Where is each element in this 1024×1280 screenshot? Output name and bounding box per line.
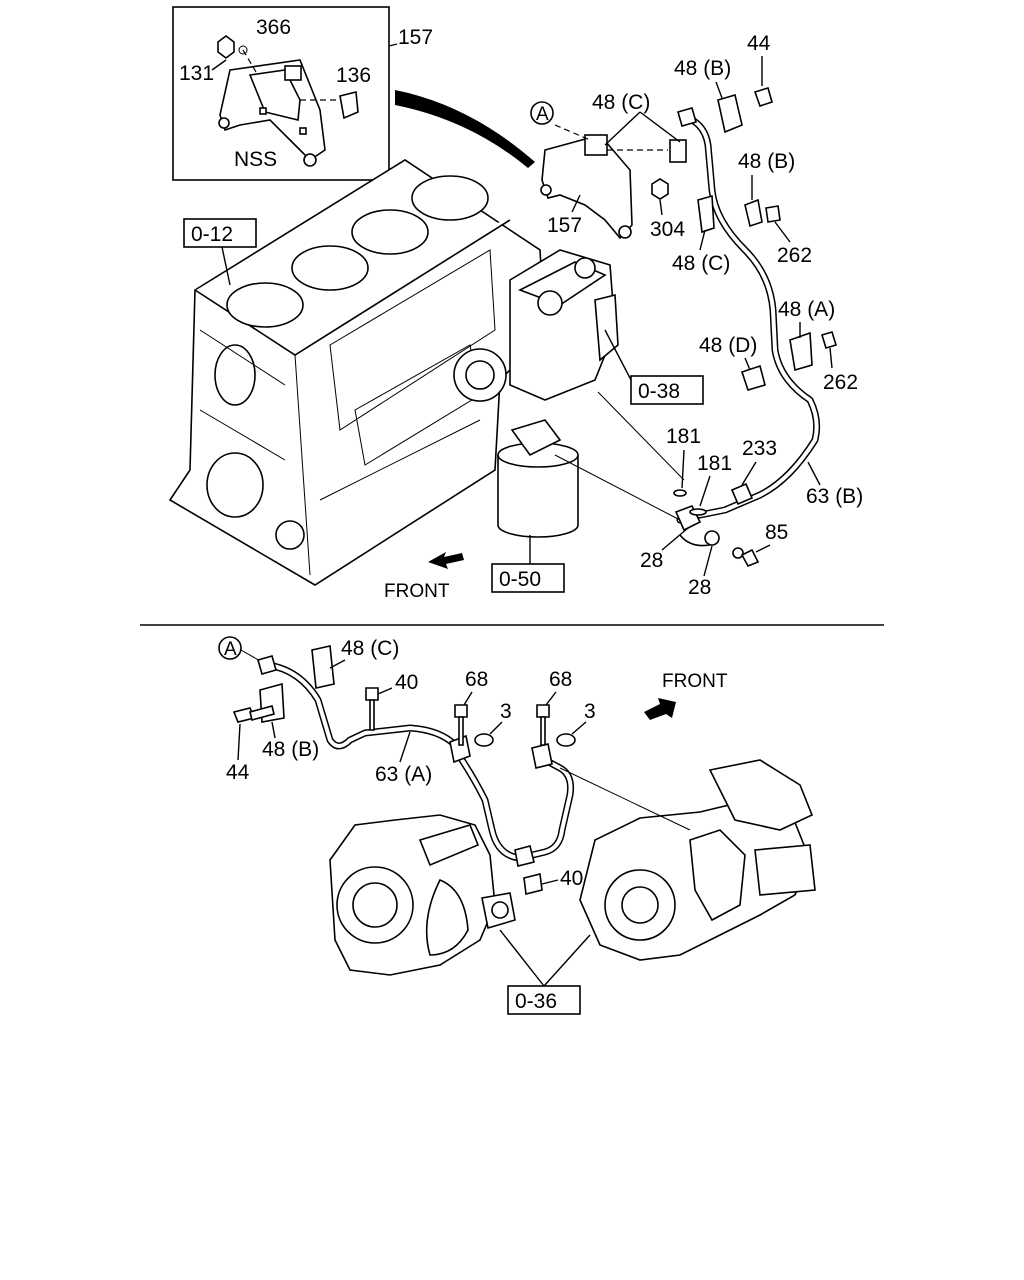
label-85: 85 [765, 521, 788, 544]
ref-box-block-label: 0-12 [191, 223, 233, 246]
top-assembly: 366 157 131 136 NSS 0-12 [168, 6, 863, 602]
inset-label-157: 157 [398, 26, 433, 49]
label-44-top: 44 [747, 32, 771, 55]
pipe-63a [257, 655, 574, 867]
label-181-a: 181 [666, 425, 701, 448]
oil-filter-drawing [497, 419, 579, 538]
label-48b-bottom: 48 (B) [262, 738, 319, 761]
label-48c-mid: 48 (C) [672, 252, 730, 275]
circle-a-top-label: A [536, 104, 549, 125]
front-label-bottom: FRONT [662, 671, 728, 692]
inset-bracket-drawing [217, 35, 359, 167]
inset-label-366: 366 [256, 16, 291, 39]
pipe-63b [674, 107, 821, 547]
inset-label-nss: NSS [234, 148, 277, 171]
turbo-left-drawing [329, 814, 516, 976]
label-48c-top: 48 (C) [592, 91, 650, 114]
label-157-bracket: 157 [547, 214, 582, 237]
ref-box-filter-label: 0-50 [499, 568, 541, 591]
inset-label-136: 136 [336, 64, 371, 87]
bracket-157-drawing [540, 124, 687, 240]
label-63a: 63 (A) [375, 763, 432, 786]
engine-block-drawing [168, 159, 546, 586]
label-304: 304 [650, 218, 685, 241]
circle-a-bottom [218, 636, 242, 660]
label-48b-mid: 48 (B) [738, 150, 795, 173]
label-40-top: 40 [395, 671, 418, 694]
ref-box-turbo[interactable] [507, 985, 581, 1015]
ref-box-compressor[interactable] [630, 375, 704, 405]
label-3-b: 3 [584, 700, 596, 723]
label-68-a: 68 [465, 668, 488, 691]
circle-a-top [530, 101, 554, 125]
label-48d: 48 (D) [699, 334, 757, 357]
label-28-a: 28 [640, 549, 663, 572]
label-48c-bottom: 48 (C) [341, 637, 399, 660]
inset-label-131: 131 [179, 62, 214, 85]
ref-box-block[interactable] [183, 218, 257, 248]
label-262-mid: 262 [823, 371, 858, 394]
label-44-bottom: 44 [226, 761, 250, 784]
ref-box-turbo-label: 0-36 [515, 990, 557, 1013]
front-arrow-top [428, 552, 464, 569]
label-63b: 63 (B) [806, 485, 863, 508]
label-40-bottom: 40 [560, 867, 583, 890]
circle-a-bottom-label: A [224, 639, 237, 660]
label-181-b: 181 [697, 452, 732, 475]
bottom-fasteners [232, 645, 576, 895]
label-28-b: 28 [688, 576, 711, 599]
label-3-a: 3 [500, 700, 512, 723]
ref-box-compressor-label: 0-38 [638, 380, 680, 403]
label-233: 233 [742, 437, 777, 460]
label-48a: 48 (A) [778, 298, 835, 321]
bottom-assembly: A 48 (C) 40 [218, 636, 816, 1015]
front-arrow-bottom [644, 698, 676, 720]
label-68-b: 68 [549, 668, 572, 691]
turbo-right-drawing [579, 759, 816, 961]
clips-top-right [673, 86, 838, 568]
front-label-top: FRONT [384, 581, 450, 602]
reference-arrow [395, 90, 535, 168]
label-48b-top: 48 (B) [674, 57, 731, 80]
label-262-top: 262 [777, 244, 812, 267]
ref-box-filter[interactable] [491, 563, 565, 593]
compressor-drawing [509, 249, 619, 401]
